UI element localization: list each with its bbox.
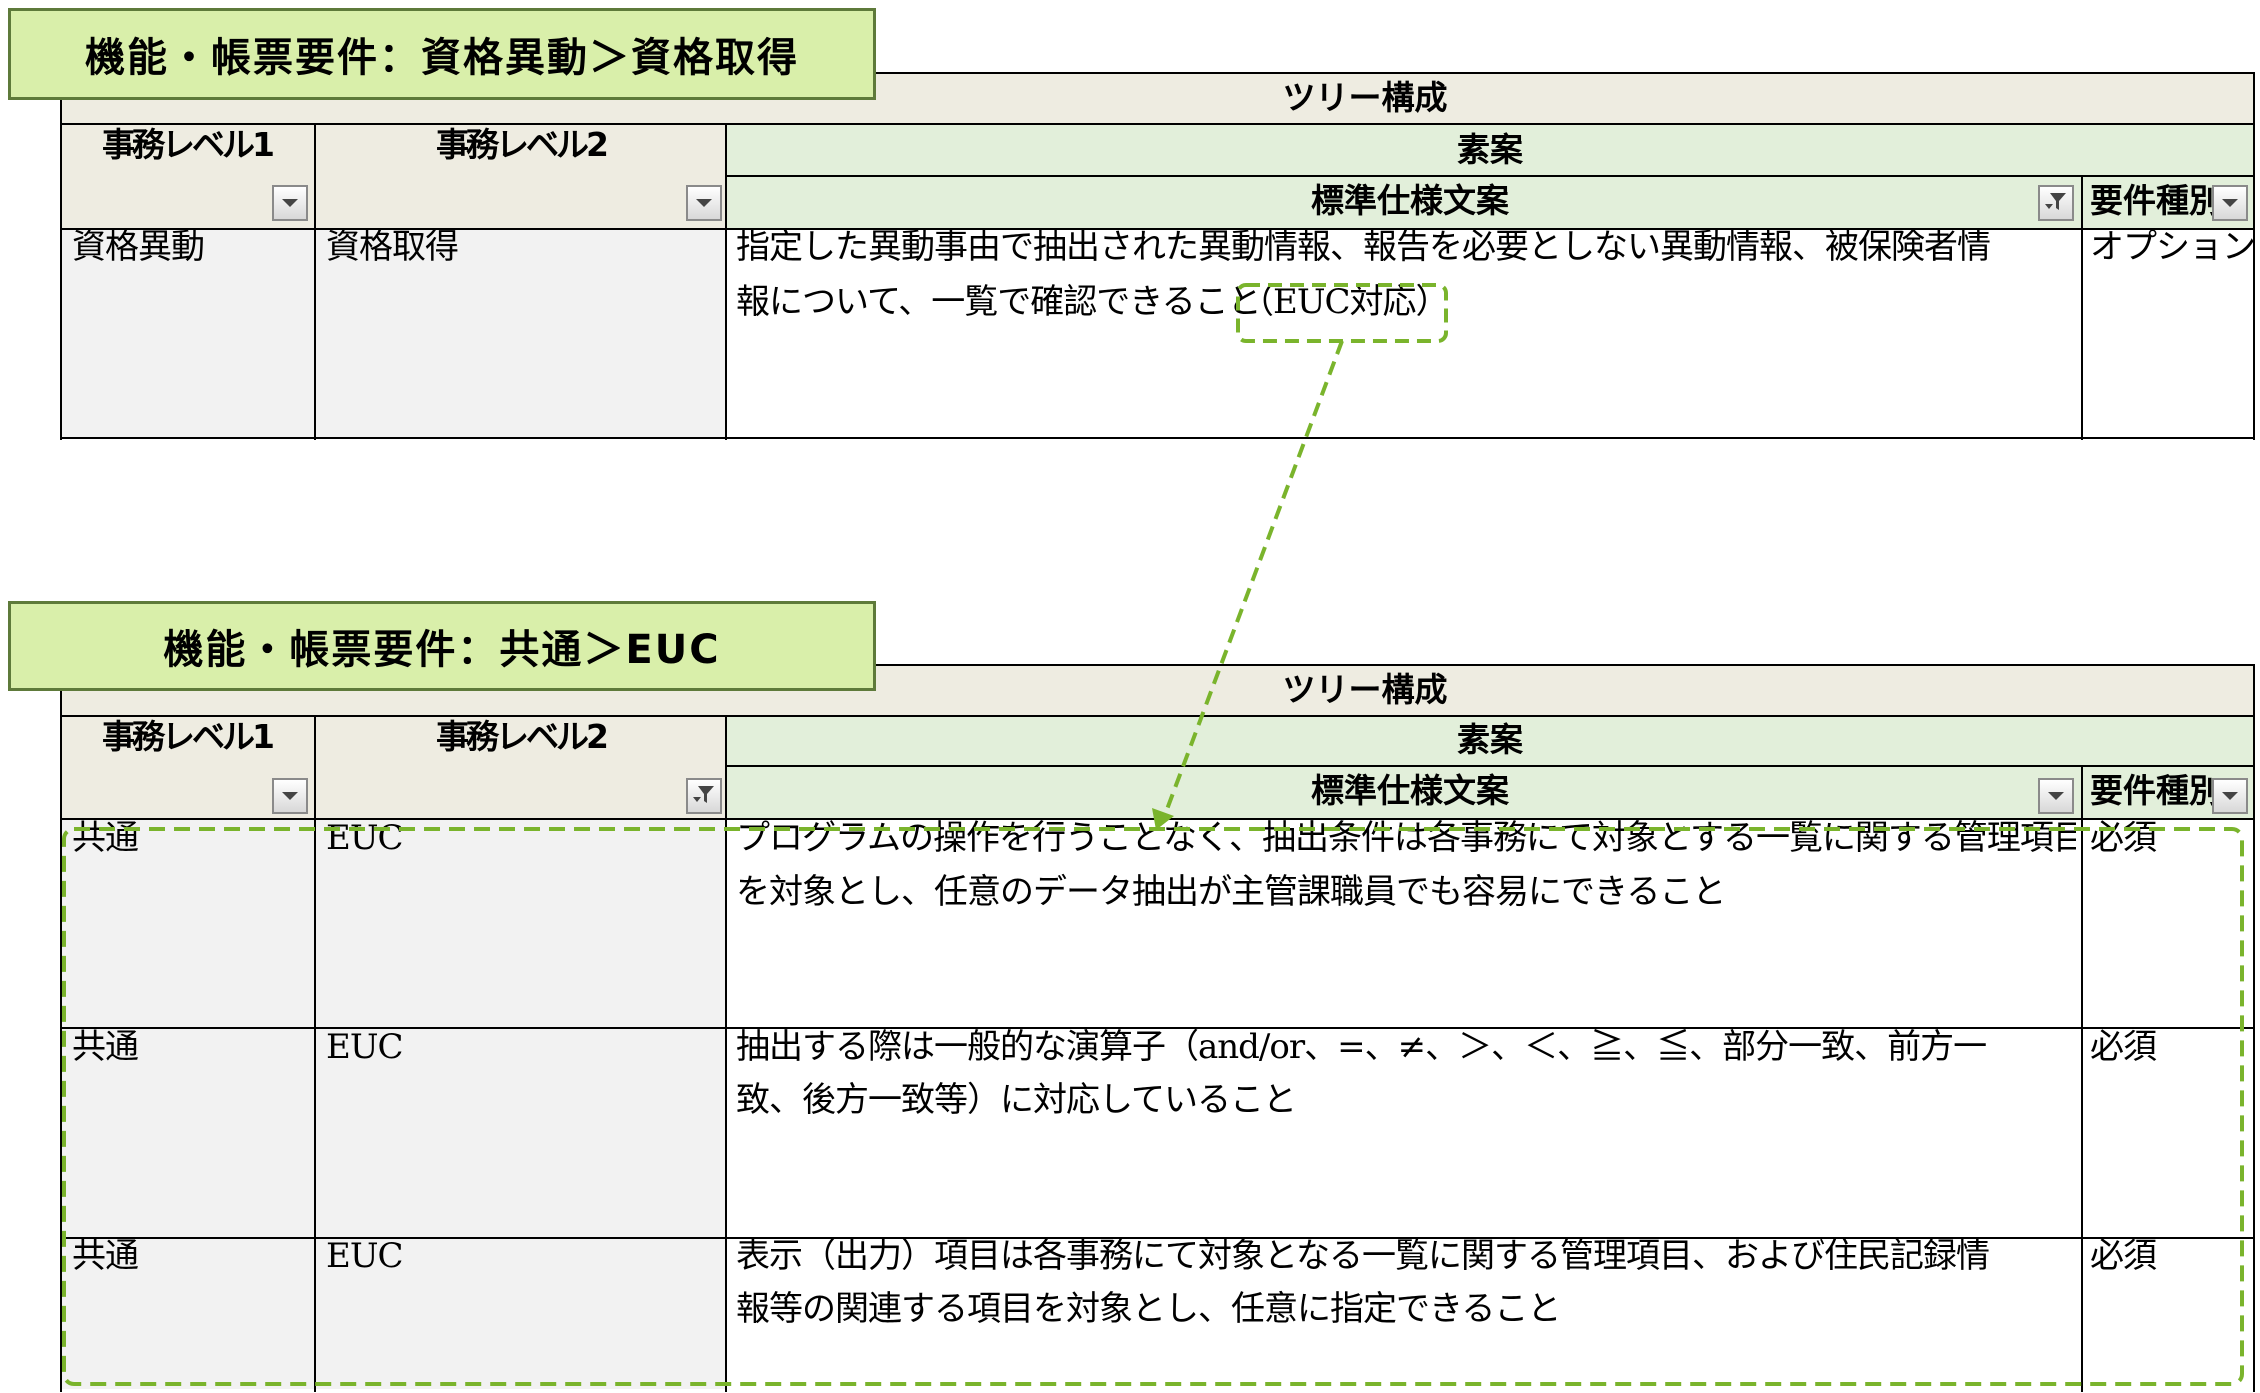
- bottom-row1-level1: 共通: [72, 818, 139, 858]
- euc-callout-highlight: [1236, 283, 1448, 343]
- top-row-level1-cell: [62, 230, 314, 438]
- top-level2-header-label: 事務レベル2: [436, 125, 609, 164]
- bottom-row2-type: 必須: [2090, 1027, 2157, 1067]
- bottom-row1-spec-line2: を対象とし、任意のデータ抽出が主管課職員でも容易にできること: [736, 872, 1726, 912]
- top-level2-header: [316, 125, 726, 228]
- bottom-grid-line: [60, 1027, 2255, 1029]
- bottom-section-banner: 機能・帳票要件：共通＞EUC: [8, 601, 876, 691]
- top-level1-dropdown-icon[interactable]: [272, 185, 308, 221]
- top-spec-header: [727, 177, 2081, 228]
- top-row-level1: 資格異動: [72, 227, 205, 267]
- top-row-type: オプション: [2090, 227, 2256, 267]
- connector-arrow: [1164, 340, 1344, 813]
- bottom-level2-filter-icon[interactable]: [686, 778, 722, 814]
- euc-rows-highlight: [62, 827, 2244, 1386]
- bottom-level2-header: [316, 717, 726, 818]
- top-section-banner: 機能・帳票要件：資格異動＞資格取得: [8, 8, 876, 100]
- top-grid-line: [2081, 175, 2083, 440]
- bottom-row1-level2: EUC: [326, 818, 403, 858]
- top-grid-line: [60, 72, 62, 440]
- bottom-row3-level2-cell: [316, 1239, 726, 1389]
- top-row-spec-line2: 報について、一覧で確認できること: [736, 282, 1262, 322]
- bottom-row1-spec-line1: プログラムの操作を行うことなく、抽出条件は各事務にて対象とする一覧に関する管理項…: [736, 818, 2076, 858]
- top-row-spec-highlight: （EUC対応）: [1240, 282, 1449, 322]
- bottom-row2-level2: EUC: [326, 1027, 403, 1067]
- bottom-grid-line: [725, 765, 2255, 767]
- bottom-row3-level1: 共通: [72, 1236, 139, 1276]
- bottom-grid-line: [725, 717, 727, 1392]
- bottom-draft-header: [727, 717, 2253, 765]
- top-spec-filter-icon[interactable]: [2038, 185, 2074, 221]
- top-type-dropdown-icon[interactable]: [2212, 185, 2248, 221]
- bottom-spec-header: [727, 767, 2081, 818]
- bottom-draft-header-label: 素案: [1457, 720, 1523, 759]
- top-draft-header-label: 素案: [1457, 130, 1523, 169]
- bottom-row2-level1-cell: [62, 1029, 314, 1237]
- bottom-level2-header-label: 事務レベル2: [436, 717, 609, 756]
- top-draft-header: [727, 125, 2253, 175]
- top-type-header-label: 要件種別: [2090, 181, 2214, 220]
- bottom-tree-header-label: ツリー構成: [1282, 670, 1448, 709]
- bottom-row2-level1: 共通: [72, 1027, 139, 1067]
- bottom-row2-level2-cell: [316, 1029, 726, 1237]
- bottom-grid-line: [2081, 765, 2083, 1392]
- bottom-row2-spec-line2: 致、後方一致等）に対応していること: [736, 1080, 1297, 1120]
- bottom-grid-line: [60, 1237, 2255, 1239]
- top-row-spec-line1: 指定した異動事由で抽出された異動情報、報告を必要としない異動情報、被保険者情: [736, 227, 1991, 267]
- bottom-level1-dropdown-icon[interactable]: [272, 778, 308, 814]
- bottom-row1-type: 必須: [2090, 818, 2157, 858]
- top-tree-header-label: ツリー構成: [1282, 78, 1448, 117]
- bottom-row3-spec-line1: 表示（出力）項目は各事務にて対象となる一覧に関する管理項目、および住民記録情: [736, 1236, 1990, 1276]
- top-row-level2-cell: [316, 230, 726, 438]
- top-grid-line: [725, 125, 727, 440]
- top-section: ツリー構成 事務レベル1 事務レベル2 素案 標準仕様文案 要件種別 資格異動 …: [0, 0, 2260, 440]
- top-row-level2: 資格取得: [326, 227, 459, 267]
- bottom-section: ツリー構成 事務レベル1 事務レベル2 素案 標準仕様文案 要件種別 共通 EU…: [0, 595, 2260, 1393]
- bottom-spec-header-label: 標準仕様文案: [1311, 771, 1509, 810]
- bottom-grid-line: [314, 717, 316, 1392]
- top-grid-line: [60, 228, 2255, 230]
- bottom-row2-spec-line1: 抽出する際は一般的な演算子（and/or、=、≠、＞、＜、≧、≦、部分一致、前方…: [736, 1027, 1987, 1067]
- top-grid-line: [725, 175, 2255, 177]
- bottom-type-header-label: 要件種別: [2090, 771, 2214, 810]
- top-spec-header-label: 標準仕様文案: [1311, 181, 1509, 220]
- bottom-type-dropdown-icon[interactable]: [2212, 778, 2248, 814]
- bottom-row3-level2: EUC: [326, 1236, 403, 1276]
- bottom-row3-level1-cell: [62, 1239, 314, 1389]
- top-level2-dropdown-icon[interactable]: [686, 185, 722, 221]
- bottom-row3-spec-line2: 報等の関連する項目を対象とし、任意に指定できること: [736, 1289, 1561, 1329]
- bottom-row3-type: 必須: [2090, 1236, 2157, 1276]
- bottom-row1-level1-cell: [62, 820, 314, 1027]
- top-grid-line: [314, 125, 316, 440]
- top-level1-header-label: 事務レベル1: [102, 125, 275, 164]
- bottom-level1-header-label: 事務レベル1: [102, 717, 275, 756]
- connector-arrowhead: [1152, 808, 1174, 830]
- bottom-spec-dropdown-icon[interactable]: [2038, 778, 2074, 814]
- bottom-row1-level2-cell: [316, 820, 726, 1027]
- top-grid-line: [60, 437, 2255, 439]
- top-grid-line: [2253, 72, 2255, 440]
